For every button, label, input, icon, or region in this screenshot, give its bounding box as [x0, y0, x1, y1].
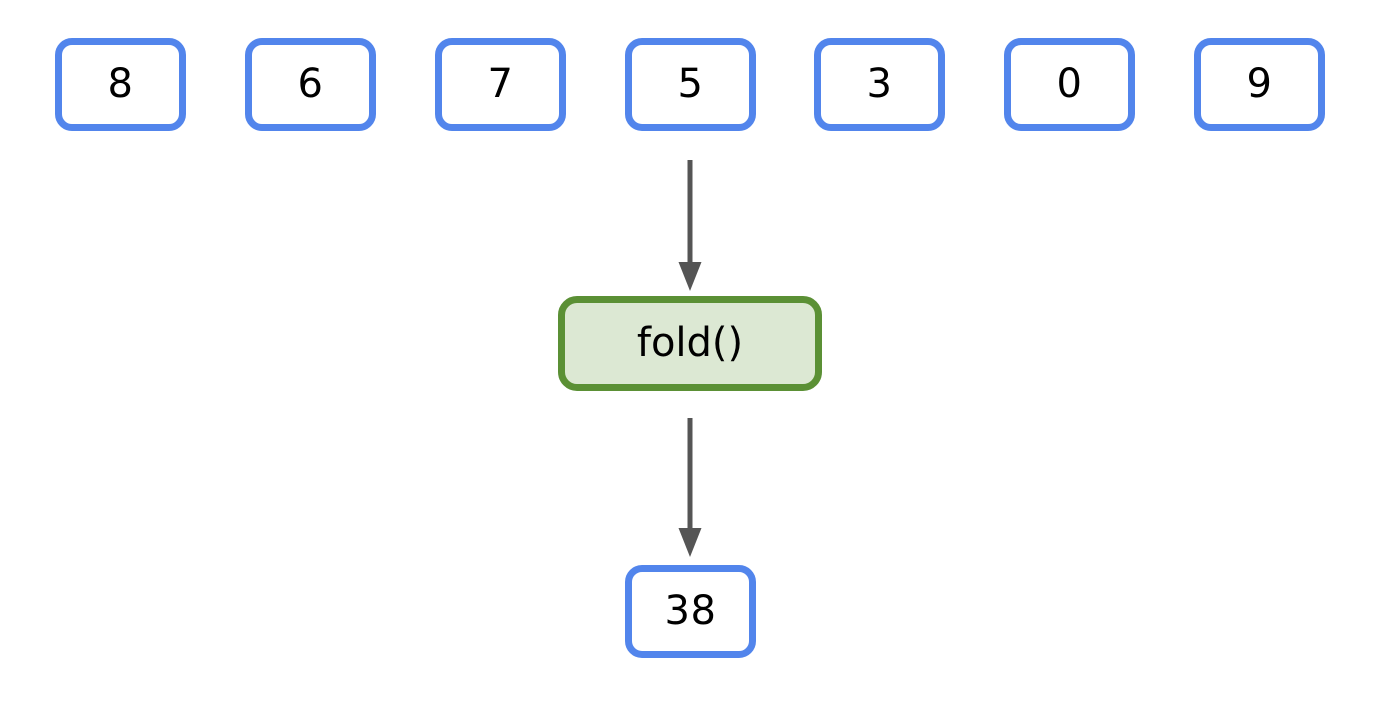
input-box-1[interactable]: 6 [245, 38, 376, 131]
input-box-2[interactable]: 7 [435, 38, 566, 131]
input-box-6-label: 9 [1246, 60, 1273, 107]
input-box-3[interactable]: 5 [625, 38, 756, 131]
input-box-5-label: 0 [1056, 60, 1083, 107]
fold-operation-label: fold() [636, 319, 744, 366]
input-box-3-label: 5 [677, 60, 704, 107]
result-box-label: 38 [664, 587, 717, 634]
input-box-1-label: 6 [297, 60, 324, 107]
arrow-inputs-to-fold [668, 160, 712, 292]
input-box-5[interactable]: 0 [1004, 38, 1135, 131]
result-box[interactable]: 38 [625, 565, 756, 658]
input-box-4[interactable]: 3 [814, 38, 945, 131]
input-box-4-label: 3 [866, 60, 893, 107]
input-box-6[interactable]: 9 [1194, 38, 1325, 131]
input-box-2-label: 7 [487, 60, 514, 107]
arrow-fold-to-result [668, 418, 712, 558]
input-box-0[interactable]: 8 [55, 38, 186, 131]
fold-operation-node[interactable]: fold() [558, 296, 822, 391]
input-box-0-label: 8 [107, 60, 134, 107]
